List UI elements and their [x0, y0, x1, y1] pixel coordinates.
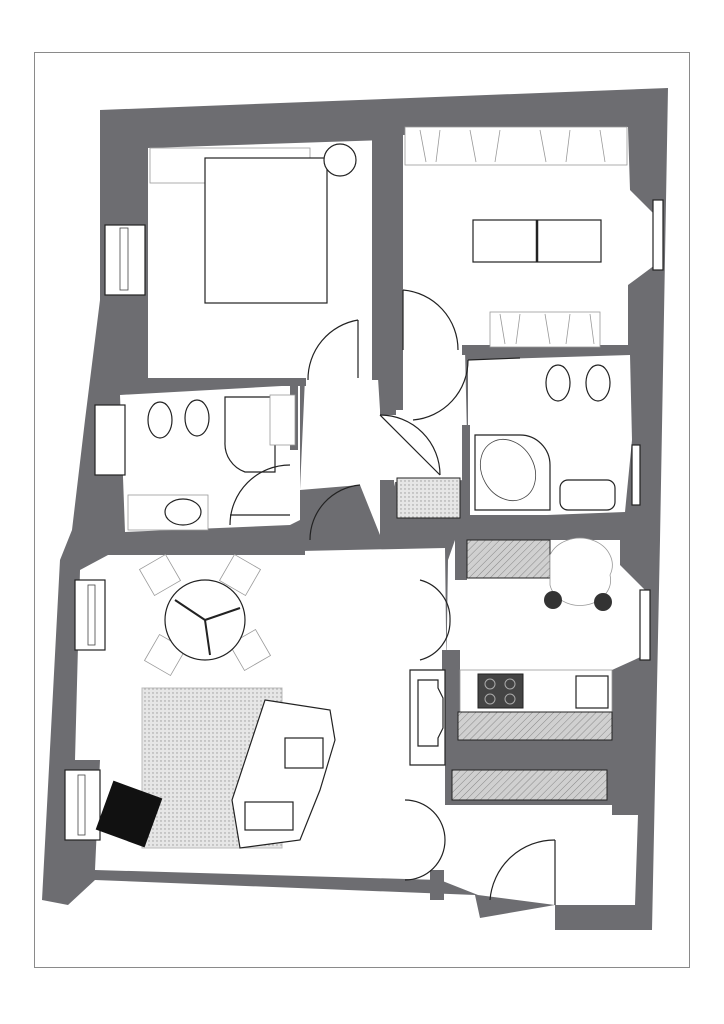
- door-icon: [229, 289, 556, 905]
- storage-hatched: [396, 477, 461, 519]
- plant-icon: [323, 143, 357, 177]
- room-entrance: [440, 800, 638, 905]
- plant-icon: [544, 591, 612, 611]
- chair-icon: [244, 801, 294, 831]
- hallway: [300, 350, 468, 540]
- chair-icon: [284, 737, 324, 769]
- window-icon: [64, 199, 664, 841]
- wardrobe-icon: [489, 311, 601, 348]
- partition-wall: [430, 870, 444, 900]
- sink-icon: [559, 479, 616, 511]
- bed-icon: [204, 157, 328, 304]
- stove-burners: [484, 678, 516, 705]
- partition-wall: [372, 140, 392, 380]
- bidet-icon: [184, 399, 210, 437]
- bidet-icon: [545, 364, 571, 402]
- dog-bed: [95, 780, 163, 848]
- cabinet: [269, 394, 296, 446]
- shower-icon: [224, 396, 276, 473]
- partition-wall: [462, 425, 470, 520]
- wardrobe-icon: [404, 126, 628, 166]
- partition-wall: [128, 378, 306, 386]
- toilet-icon: [147, 401, 173, 439]
- partition-wall: [95, 535, 305, 555]
- pantry-unit: [466, 539, 551, 579]
- sink-icon: [164, 498, 202, 526]
- counter-hatched: [457, 711, 613, 741]
- partition-wall: [380, 515, 630, 540]
- sink-icon: [575, 675, 609, 709]
- fireplace: [409, 669, 446, 766]
- partition-wall: [455, 540, 467, 580]
- partition-wall: [442, 650, 460, 760]
- counter-hatched: [451, 769, 608, 801]
- partition-wall: [380, 340, 396, 415]
- stove-icon: [477, 673, 524, 709]
- bathtub-basin: [479, 438, 537, 502]
- counter-round: [549, 537, 613, 606]
- bathtub-icon: [474, 434, 551, 511]
- partition-wall: [462, 345, 630, 355]
- sheet-border: [34, 52, 690, 968]
- table-lamp: [174, 599, 241, 656]
- bed-icon: [472, 219, 602, 263]
- toilet-icon: [585, 364, 611, 402]
